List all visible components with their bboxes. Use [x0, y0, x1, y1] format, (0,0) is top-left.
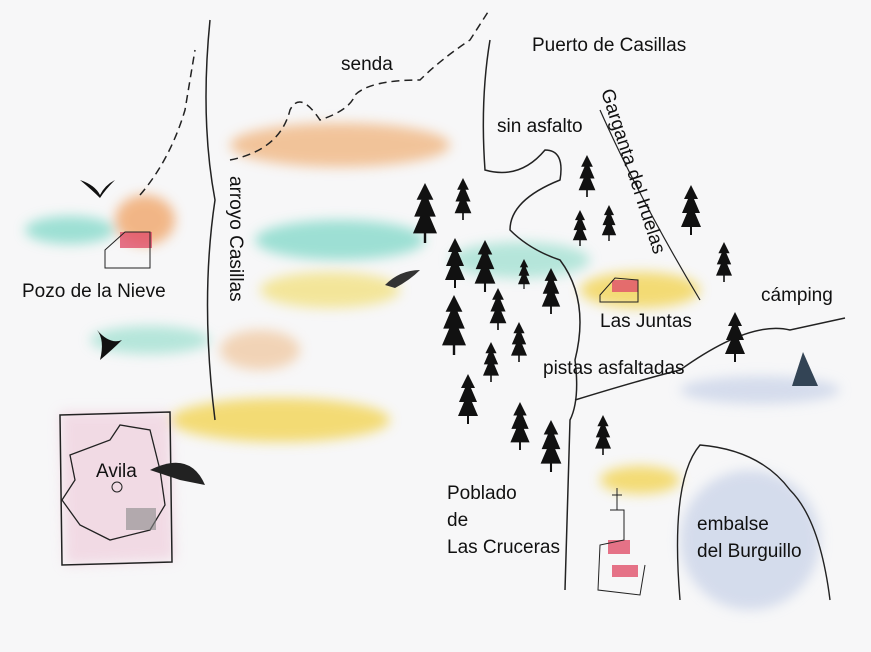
- bird-icon: [80, 180, 115, 198]
- label-line: Las Cruceras: [447, 536, 560, 558]
- label-avila: Avila: [96, 461, 137, 482]
- house-pozo: [104, 231, 152, 269]
- trail-senda: [229, 11, 489, 161]
- river: [599, 109, 701, 301]
- label-senda: senda: [341, 54, 393, 75]
- label-arroyo-casillas: arroyo Casillas: [225, 176, 246, 302]
- road-camping: [574, 317, 846, 401]
- label-line: de: [447, 509, 469, 531]
- label-line: del Burguillo: [697, 540, 802, 562]
- house-las-juntas: [599, 277, 639, 303]
- church-icon: [597, 488, 646, 596]
- reservoir-shore: [676, 444, 831, 601]
- province-outline: [61, 424, 166, 541]
- label-pistas-asfaltadas: pistas asfaltadas: [543, 358, 685, 379]
- label-pozo-de-la-nieve: Pozo de la Nieve: [22, 281, 166, 302]
- trail-path: [139, 49, 196, 196]
- label-poblado: Poblado de Las Cruceras: [447, 482, 560, 559]
- bird-icon: [97, 330, 122, 360]
- label-line: embalse: [697, 514, 769, 535]
- label-sin-asfalto: sin asfalto: [497, 116, 583, 137]
- avila-region: [60, 412, 175, 565]
- label-line: Poblado: [447, 483, 517, 504]
- label-las-juntas: Las Juntas: [600, 311, 692, 332]
- label-camping: cámping: [761, 285, 833, 306]
- avila-marker: [111, 481, 123, 493]
- inset-frame: [59, 411, 173, 566]
- label-puerto-de-casillas: Puerto de Casillas: [532, 35, 687, 56]
- river: [205, 19, 216, 421]
- pointer-arrow: [150, 462, 205, 485]
- road: [482, 39, 581, 591]
- area-hatch: [126, 508, 156, 530]
- tent-icon: [792, 352, 818, 386]
- label-embalse: embalse del Burguillo: [697, 513, 802, 564]
- bird-icon: [385, 270, 420, 288]
